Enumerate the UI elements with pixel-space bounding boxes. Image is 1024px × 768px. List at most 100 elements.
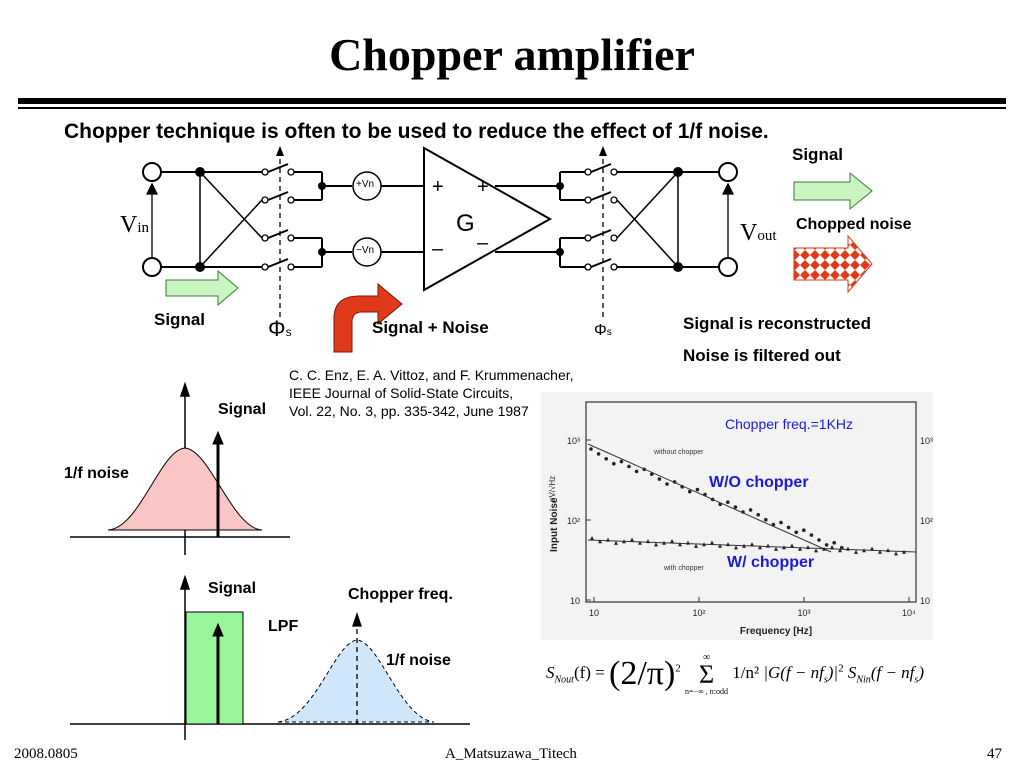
without-chopper-point — [764, 517, 768, 522]
with-chopper-point — [654, 542, 658, 547]
with-chopper-annotation: with chopper — [663, 565, 704, 572]
with-chopper-point — [806, 545, 810, 550]
bottom-signal-label: Signal — [208, 580, 257, 597]
y-tick-label-right: 10³ — [920, 436, 933, 446]
y-tick-label: 10³ — [567, 436, 580, 446]
reference-line-3: Vol. 22, No. 3, pp. 335-342, June 1987 — [289, 403, 529, 419]
with-chopper-point — [734, 545, 738, 550]
phi-left-arrowhead — [276, 146, 284, 156]
right-nodes — [556, 167, 683, 272]
vin-arrow — [145, 182, 159, 258]
with-chopper-point — [598, 539, 602, 544]
with-chopper-point — [814, 548, 818, 553]
y-tick-label: 10 — [570, 596, 580, 606]
left-nodes — [195, 167, 326, 272]
src-bottom-label: −Vn — [356, 245, 375, 256]
y-tick-label: 10² — [567, 516, 580, 526]
noise-sources — [352, 171, 424, 267]
with-chopper-point — [894, 551, 898, 556]
with-chopper-point — [870, 546, 874, 551]
with-chopper-point — [686, 540, 690, 545]
vout-label: Vout — [740, 220, 777, 246]
with-chopper-point — [638, 540, 642, 545]
x-tick-label: 10⁴ — [902, 608, 916, 618]
with-chopper-point — [662, 540, 666, 545]
spectrum-bottom-axes — [70, 574, 470, 740]
with-chopper-point — [630, 537, 634, 542]
without-chopper-point — [779, 520, 783, 525]
with-chopper-point — [718, 543, 722, 548]
noise-bell-bottom — [277, 639, 435, 723]
chopped-noise-label: Chopped noise — [796, 216, 912, 233]
without-chopper-point — [596, 452, 601, 456]
signal-out-label: Signal — [792, 145, 844, 164]
chopper-freq-label: Chopper freq. — [348, 586, 453, 603]
without-chopper-point — [832, 541, 836, 545]
with-chopper-point — [694, 543, 698, 548]
without-chopper-fit — [587, 443, 832, 553]
right-switch-contacts — [584, 168, 618, 271]
with-chopper-point — [862, 548, 866, 553]
y-tick-label-right: 10² — [920, 516, 933, 526]
with-chopper-point — [902, 549, 906, 554]
signal-bar-top — [212, 430, 224, 537]
x-axis-label: Frequency [Hz] — [740, 626, 812, 637]
x-tick-label: 10 — [589, 608, 599, 618]
reference-line-2: IEEE Journal of Solid-State Circuits, — [289, 385, 514, 401]
top-signal-label: Signal — [218, 401, 267, 418]
reference: C. C. Enz, E. A. Vittoz, and F. Krummena… — [289, 366, 574, 420]
without-chopper-point — [756, 513, 760, 517]
reference-line-1: C. C. Enz, E. A. Vittoz, and F. Krummena… — [289, 367, 574, 383]
red-curved-arrow — [333, 282, 403, 353]
amp-outputs — [495, 185, 560, 253]
green-arrow-output — [793, 171, 873, 211]
minus-right: – — [477, 232, 489, 254]
without-chopper-point — [817, 538, 821, 542]
with-chopper-point — [790, 543, 794, 548]
footer-page: 47 — [987, 746, 1002, 762]
chopper-freq-marker — [352, 611, 362, 724]
y-axis-label: Input Noise — [549, 497, 560, 552]
with-chopper-point — [606, 537, 610, 542]
signal-noise-label: Signal + Noise — [372, 318, 489, 337]
lpf-box — [185, 611, 244, 725]
chopped-noise-arrow — [793, 234, 873, 294]
y-tick-label-right: 10 — [920, 596, 930, 606]
without-chopper-annotation: without chopper — [653, 449, 704, 456]
with-chopper-point — [590, 536, 594, 540]
with-chopper-point — [710, 540, 714, 545]
without-chopper-point — [786, 525, 791, 530]
gain-label: G — [456, 210, 475, 237]
with-chopper-point — [646, 539, 650, 544]
plus-right: + — [477, 176, 489, 198]
with-chopper-point — [774, 546, 778, 551]
bottom-noise-label: 1/f noise — [386, 652, 451, 669]
without-chopper-point — [802, 528, 806, 532]
with-chopper-point — [854, 549, 858, 554]
reconstructed-label: Signal is reconstructed — [683, 314, 871, 333]
input-terminals — [142, 162, 162, 277]
with-chopper-point — [678, 542, 682, 547]
with-chopper-point — [614, 540, 618, 545]
plus-left: + — [432, 176, 444, 198]
slide-subtitle: Chopper technique is often to be used to… — [64, 120, 769, 143]
minus-left: – — [432, 238, 444, 260]
noise-formula: SNout(f) = (2/π)2 ∞ Σ n=−∞ , n:odd 1/n² … — [546, 652, 924, 696]
title-rule-thin — [18, 107, 1006, 109]
without-chopper-point — [695, 487, 700, 492]
title-rule-thick — [18, 98, 1006, 104]
with-chopper-point — [846, 546, 850, 551]
without-chopper-point — [840, 545, 844, 550]
without-chopper-point — [809, 533, 814, 537]
vout-arrow — [721, 182, 735, 258]
without-chopper-point — [733, 505, 738, 509]
with-chopper-point — [878, 549, 882, 554]
without-chopper-point — [824, 543, 829, 547]
without-chopper-point — [604, 457, 608, 461]
y-axis-unit: nV/√Hz — [548, 476, 557, 502]
signal-bar-bottom — [212, 622, 224, 724]
with-chopper-point — [822, 546, 826, 551]
